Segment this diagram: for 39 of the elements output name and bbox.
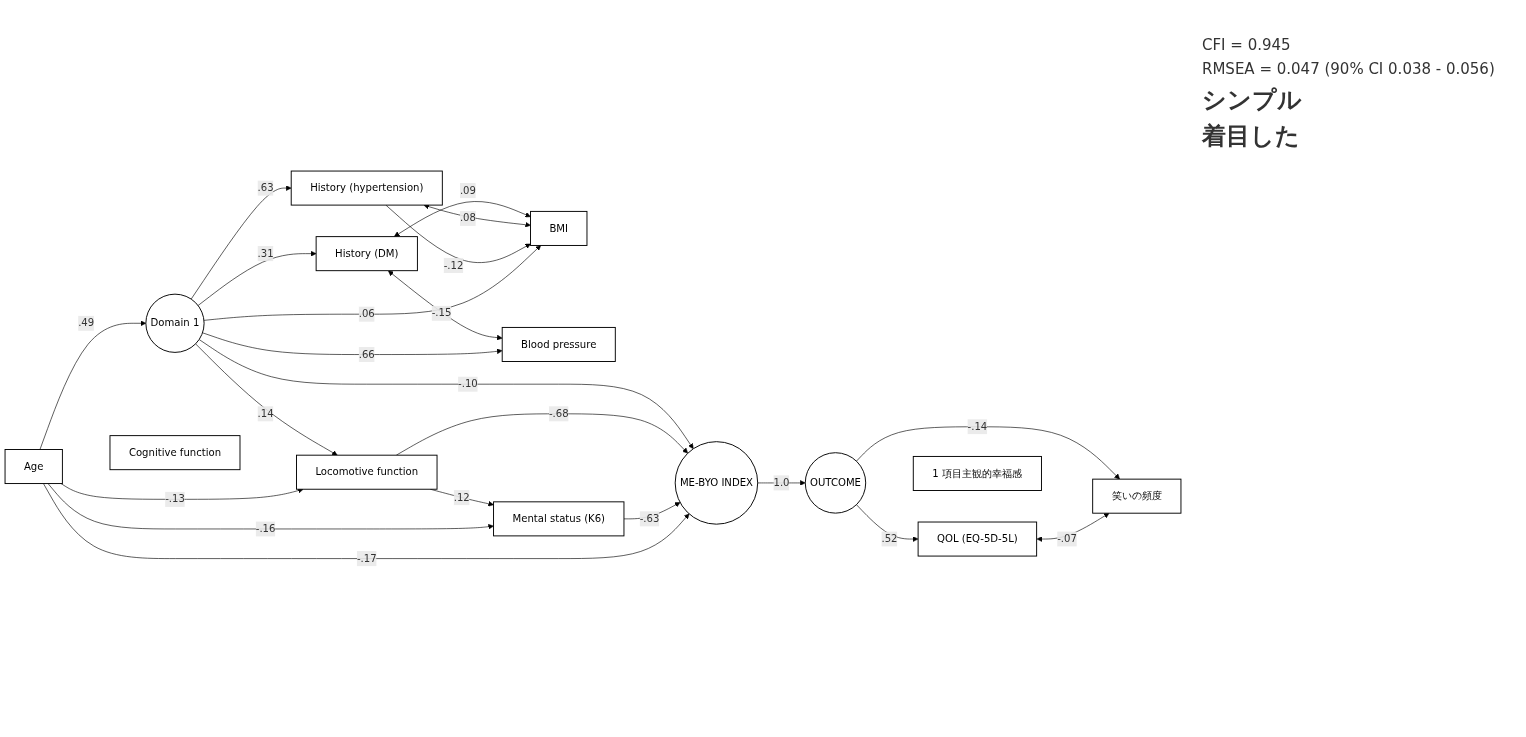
node-circle: Domain 1 (145, 293, 205, 353)
heading-text: シンプル (1202, 85, 1303, 116)
edge-label: -.10 (458, 377, 478, 390)
fit-statistic: CFI = 0.945 (1202, 36, 1292, 54)
edge-label: -.17 (356, 552, 377, 565)
edge-label: .66 (358, 348, 375, 361)
edge-label: -.68 (548, 407, 569, 420)
edge-label: .49 (78, 316, 95, 329)
edge-label: .52 (881, 532, 898, 545)
node-circle: ME-BYO INDEX (674, 441, 759, 525)
fit-statistic: RMSEA = 0.047 (90% CI 0.038 - 0.056) (1202, 60, 1496, 78)
node-box: 1 項目主観的幸福感 (912, 455, 1042, 491)
edge-label: .14 (257, 407, 274, 420)
edge-label: .06 (358, 307, 375, 320)
node-box: Age (4, 448, 63, 484)
node-box: QOL (EQ-5D-5L) (917, 521, 1038, 557)
edge-label: -.15 (431, 306, 452, 319)
node-box: Cognitive function (109, 435, 241, 471)
heading-text: 着目した (1202, 121, 1301, 152)
node-circle: OUTCOME (804, 452, 867, 514)
node-box: 笑いの頻度 (1092, 478, 1182, 514)
edge-label: -.63 (639, 512, 660, 525)
node-box: Mental status (K6) (493, 501, 625, 537)
edge-label: -.16 (255, 522, 276, 535)
node-box: Blood pressure (501, 326, 616, 362)
edge-label: -.13 (165, 492, 185, 505)
edge-label: .08 (459, 211, 476, 224)
edge-label: -.14 (967, 420, 988, 433)
edge-label: .09 (459, 184, 476, 197)
node-box: History (DM) (315, 236, 418, 272)
edge-label: .12 (453, 491, 470, 504)
edge-label: .31 (257, 247, 274, 260)
node-box: BMI (530, 210, 588, 246)
edge-label: 1.0 (773, 476, 790, 489)
edge-label: .63 (257, 181, 274, 194)
edge-label: -.12 (443, 259, 464, 271)
node-box: History (hypertension) (290, 170, 443, 206)
edge-label: -.07 (1057, 532, 1077, 545)
node-box: Locomotive function (296, 454, 438, 490)
